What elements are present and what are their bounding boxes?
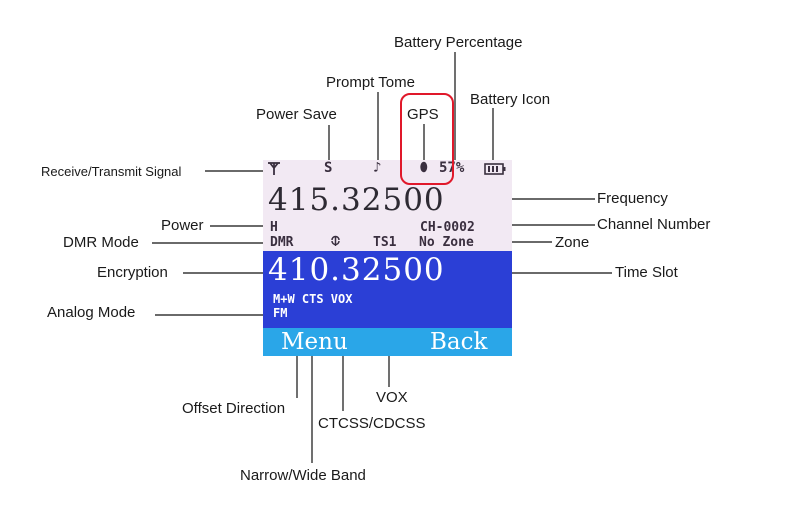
time-slot: TS1 bbox=[373, 235, 397, 250]
offset-band-tone-flags: M+W CTS VOX bbox=[273, 292, 353, 306]
label-gps: GPS bbox=[407, 106, 439, 123]
label-time-slot: Time Slot bbox=[615, 264, 678, 281]
label-prompt-tone: Prompt Tome bbox=[326, 74, 415, 91]
label-dmr-mode: DMR Mode bbox=[63, 234, 139, 251]
menu-button[interactable]: Menu bbox=[281, 329, 348, 355]
label-power-save: Power Save bbox=[256, 106, 337, 123]
antenna-icon bbox=[268, 162, 280, 175]
battery-percentage: 57% bbox=[439, 160, 465, 176]
gps-icon: ⬮ bbox=[420, 160, 428, 174]
label-channel-number: Channel Number bbox=[597, 216, 711, 233]
encryption-icon bbox=[331, 235, 340, 246]
label-encryption: Encryption bbox=[97, 264, 168, 281]
dmr-mode: DMR bbox=[270, 235, 294, 250]
label-vox: VOX bbox=[376, 389, 408, 406]
label-rx-tx-signal: Receive/Transmit Signal bbox=[41, 164, 182, 179]
gps-highlight-box bbox=[400, 93, 454, 185]
back-button[interactable]: Back bbox=[430, 329, 488, 355]
label-battery-icon: Battery Icon bbox=[470, 91, 551, 108]
analog-mode: FM bbox=[273, 306, 288, 320]
battery-icon bbox=[484, 163, 506, 175]
label-narrow-wide: Narrow/Wide Band bbox=[240, 467, 366, 484]
channel-b-panel: 410.32500 M+W CTS VOX FM bbox=[263, 251, 512, 328]
channel-number: CH-0002 bbox=[420, 220, 475, 235]
frequency-b: 410.32500 bbox=[268, 252, 445, 288]
power-level: H bbox=[270, 220, 278, 235]
label-offset-direction: Offset Direction bbox=[182, 400, 286, 417]
label-ctcss: CTCSS/CDCSS bbox=[318, 415, 426, 432]
label-frequency: Frequency bbox=[597, 190, 668, 207]
label-power: Power bbox=[161, 217, 204, 234]
label-zone: Zone bbox=[555, 234, 590, 251]
radio-display: S ♪ ⬮ 57% 415.32500 H CH-0002 DMR TS1 No… bbox=[263, 160, 512, 356]
zone-name: No Zone bbox=[419, 235, 474, 250]
frequency-a: 415.32500 bbox=[268, 182, 445, 218]
power-save-icon: S bbox=[324, 160, 333, 176]
label-battery-percentage: Battery Percentage bbox=[394, 34, 523, 51]
note-icon: ♪ bbox=[373, 160, 382, 176]
softkey-bar: Menu Back bbox=[263, 328, 512, 356]
label-analog-mode: Analog Mode bbox=[47, 304, 136, 321]
